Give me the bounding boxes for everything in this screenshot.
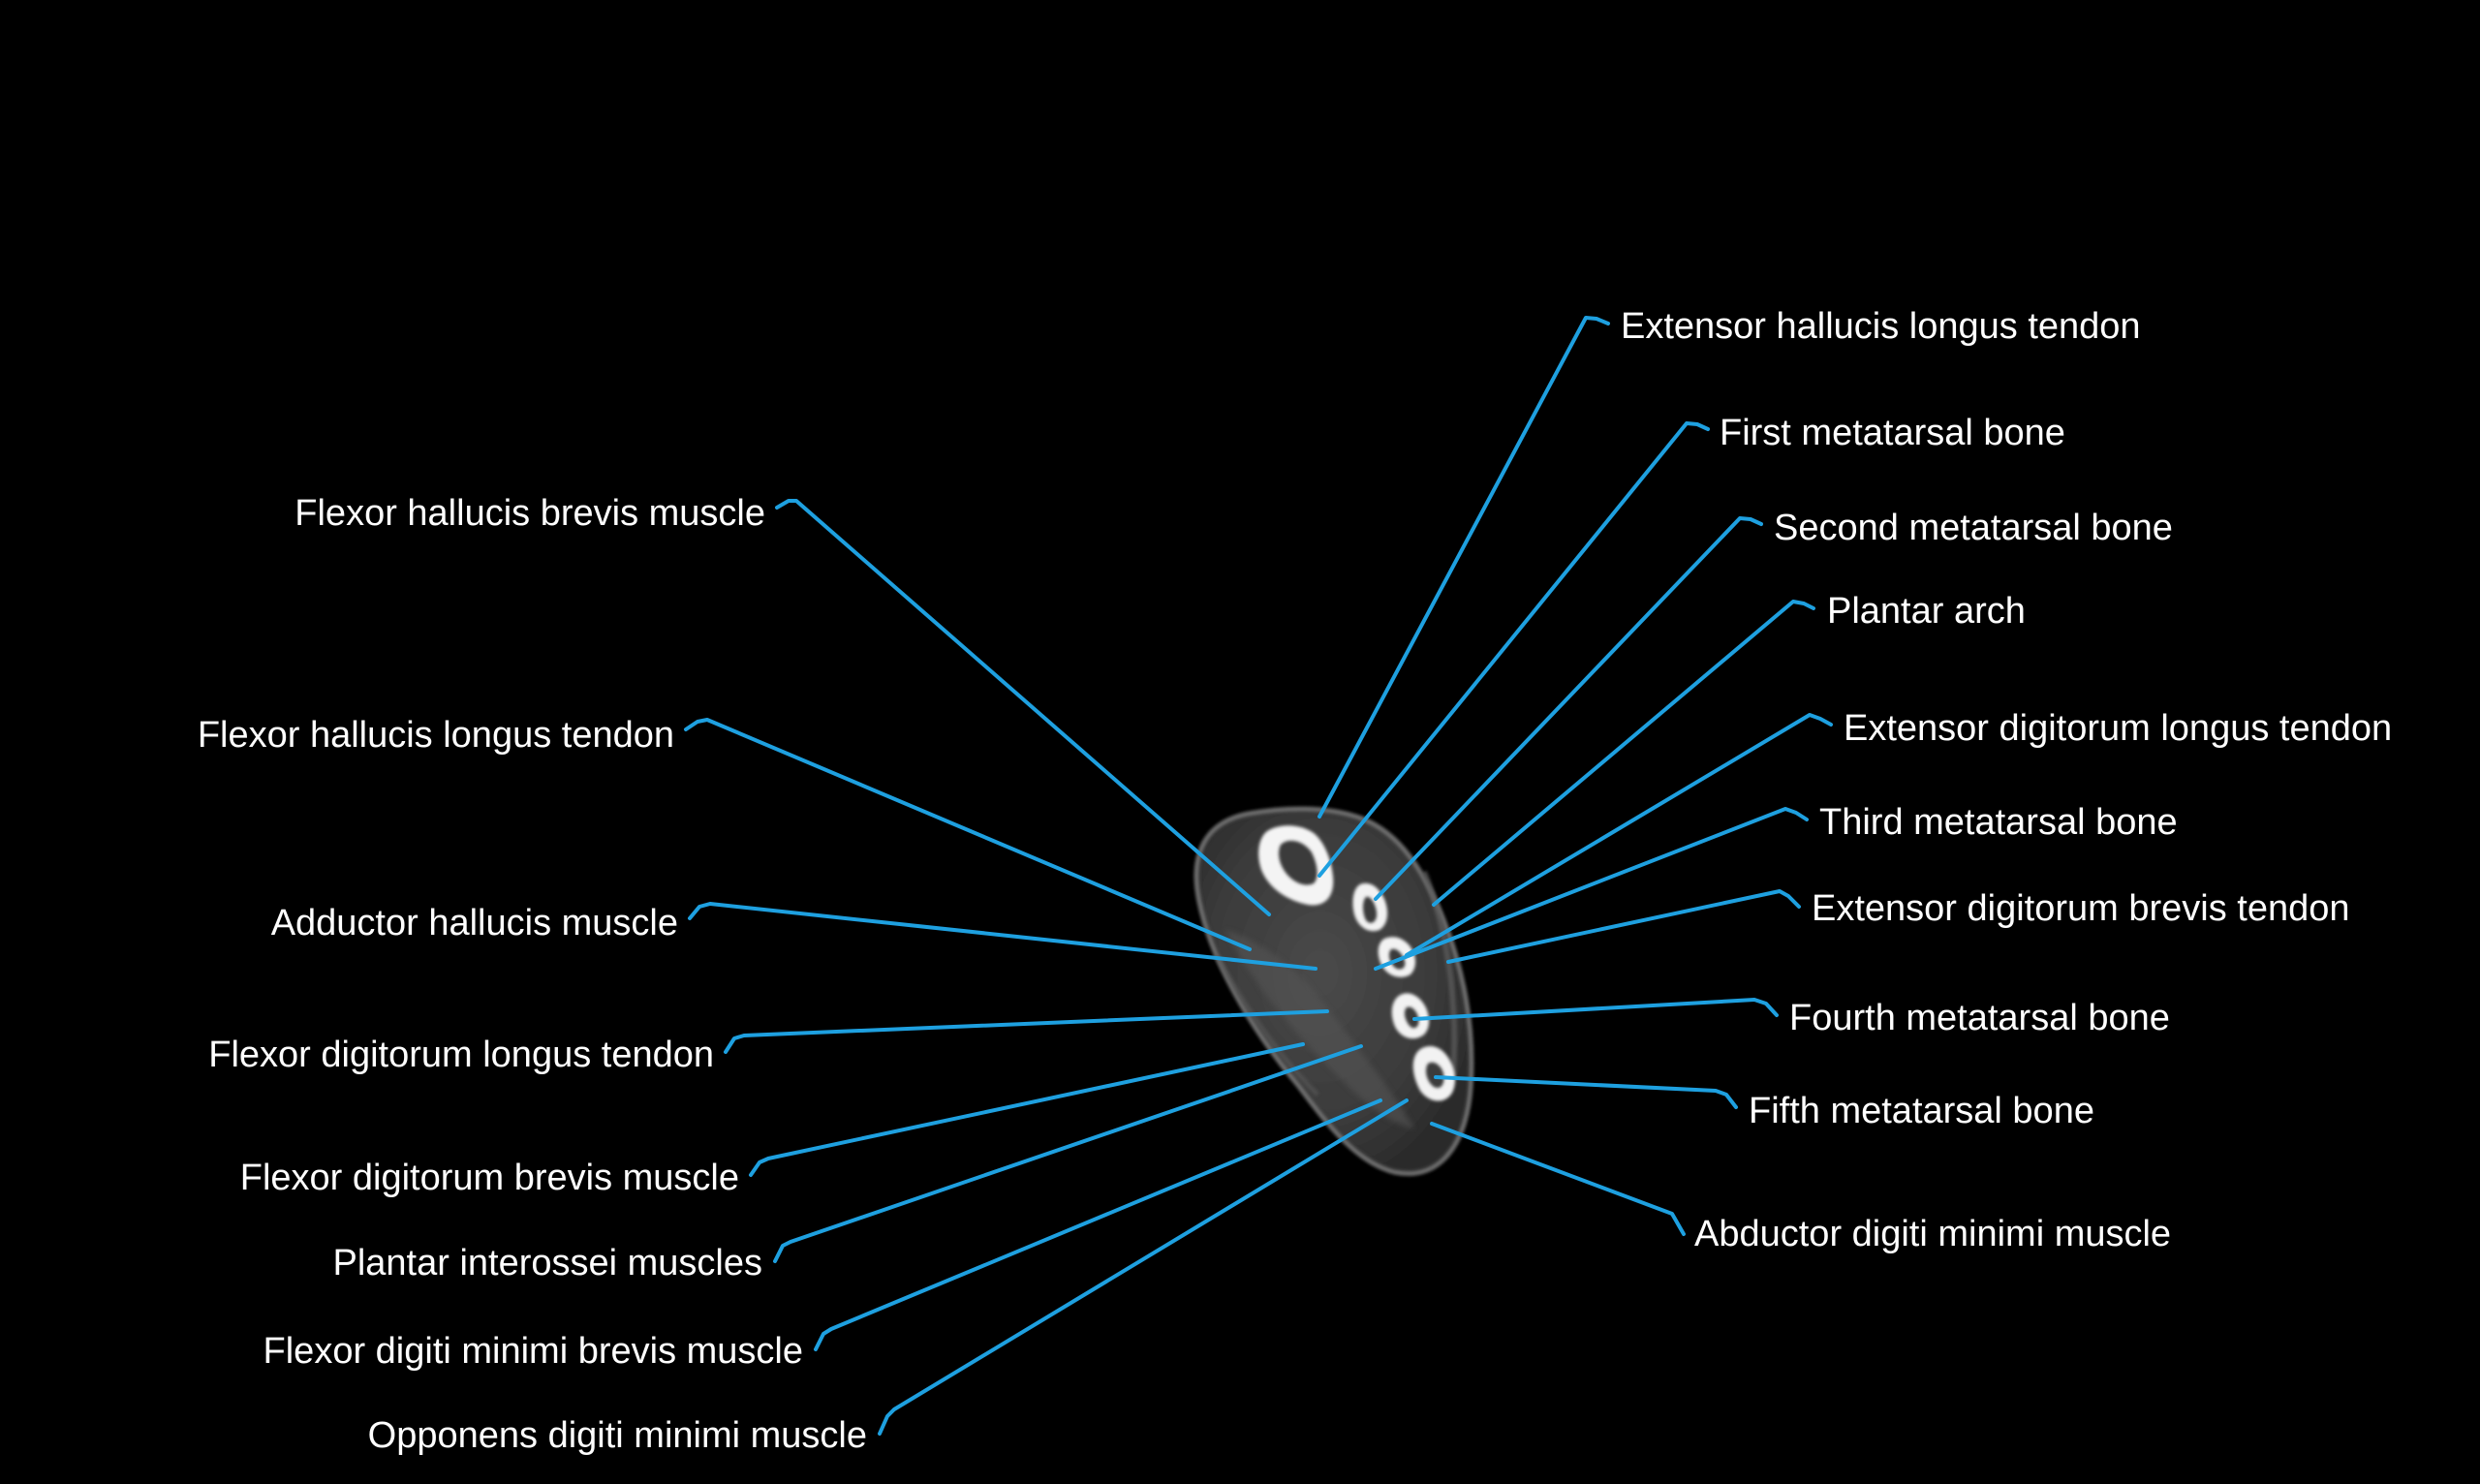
leader-first-metatarsal-bone [1318,421,1710,878]
label-second-metatarsal-bone: Second metatarsal bone [1774,508,2173,548]
label-opponens-digiti-minimi-muscle: Opponens digiti minimi muscle [368,1415,867,1456]
fascia-streak-2 [1213,952,1319,1097]
leader-second-metatarsal-bone [1374,516,1763,901]
label-adductor-hallucis-muscle: Adductor hallucis muscle [271,903,678,943]
label-flexor-digiti-minimi-brevis-muscle: Flexor digiti minimi brevis muscle [264,1331,803,1372]
muscle-shading [1225,930,1414,1128]
label-first-metatarsal-bone: First metatarsal bone [1720,413,2065,453]
leader-extensor-hallucis-longus-tendon [1318,316,1610,819]
skin-rim [1194,806,1474,1176]
fascia-streak [1421,870,1458,1076]
label-plantar-interossei-muscles: Plantar interossei muscles [332,1243,762,1283]
leader-fourth-metatarsal-bone [1412,998,1779,1021]
label-extensor-digitorum-longus-tendon: Extensor digitorum longus tendon [1844,708,2392,749]
labels-right: Extensor hallucis longus tendon First me… [1621,306,2392,1254]
leader-flexor-digitorum-brevis-muscle [749,1042,1305,1177]
leader-plantar-arch [1432,600,1815,907]
leader-opponens-digiti-minimi-muscle [878,1098,1409,1436]
label-fourth-metatarsal-bone: Fourth metatarsal bone [1789,998,2170,1038]
soft-tissue-outline [1196,809,1472,1174]
fifth-metatarsal-marrow [1426,1062,1444,1089]
label-extensor-digitorum-brevis-tendon: Extensor digitorum brevis tendon [1812,888,2350,929]
label-flexor-hallucis-brevis-muscle: Flexor hallucis brevis muscle [294,493,765,534]
leader-flexor-digitorum-longus-tendon [724,1009,1329,1054]
labels-left: Flexor hallucis brevis muscle Flexor hal… [198,493,867,1456]
leader-third-metatarsal-bone [1374,807,1809,971]
first-metatarsal-marrow [1279,840,1318,885]
leader-lines [684,316,1833,1436]
label-flexor-digitorum-longus-tendon: Flexor digitorum longus tendon [208,1035,714,1075]
leader-flexor-digiti-minimi-brevis-muscle [814,1098,1382,1351]
leader-extensor-digitorum-brevis-tendon [1446,889,1801,964]
label-extensor-hallucis-longus-tendon: Extensor hallucis longus tendon [1621,306,2141,347]
label-third-metatarsal-bone: Third metatarsal bone [1819,802,2178,843]
label-plantar-arch: Plantar arch [1827,591,2026,632]
leader-abductor-digiti-minimi-muscle [1430,1122,1686,1236]
fourth-metatarsal-marrow [1404,1006,1419,1029]
leader-plantar-interossei-muscles [773,1044,1363,1263]
leader-fifth-metatarsal-bone [1434,1075,1738,1109]
label-abductor-digiti-minimi-muscle: Abductor digiti minimi muscle [1694,1214,2171,1254]
leader-extensor-digitorum-longus-tendon [1405,713,1833,957]
leader-adductor-hallucis-muscle [688,902,1318,971]
label-fifth-metatarsal-bone: Fifth metatarsal bone [1749,1091,2094,1131]
second-metatarsal-marrow [1363,896,1378,923]
leader-flexor-hallucis-brevis-muscle [775,499,1271,916]
label-flexor-hallucis-longus-tendon: Flexor hallucis longus tendon [198,715,674,756]
leader-flexor-hallucis-longus-tendon [684,718,1252,951]
ct-cross-section-image [1194,806,1474,1176]
label-flexor-digitorum-brevis-muscle: Flexor digitorum brevis muscle [240,1158,739,1198]
